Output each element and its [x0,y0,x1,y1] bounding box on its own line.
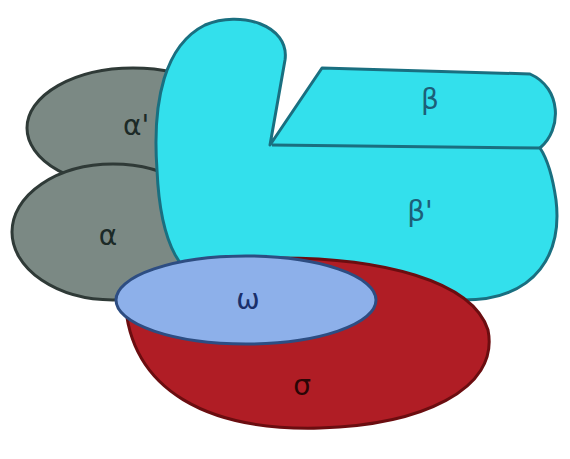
subunit-label: σ [293,372,311,400]
subunit-label: α [99,222,117,250]
lobe-divider [272,145,540,148]
subunit-label: β' [407,198,433,226]
subunit-label: β [421,86,439,114]
subunit-shape [125,258,489,428]
subunit-label: ω [236,286,259,314]
omega-subunit: ω [112,252,380,348]
subunit-shape [116,256,376,344]
subunit-label: α' [123,112,149,140]
